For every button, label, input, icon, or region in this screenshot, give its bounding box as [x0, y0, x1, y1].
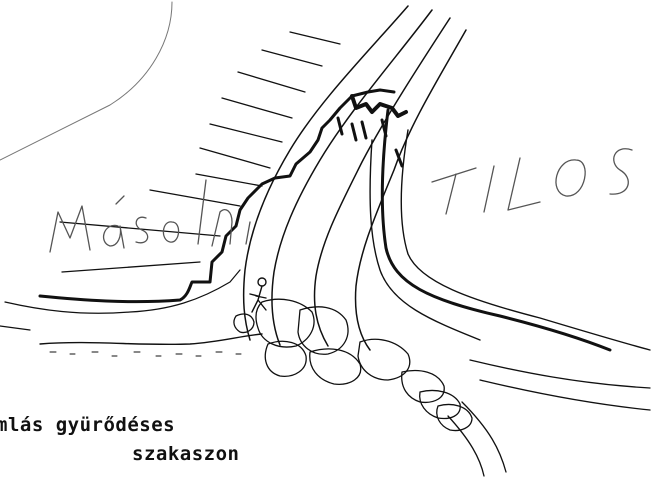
stratum-left-1 — [5, 270, 240, 313]
ground-dots — [50, 352, 241, 356]
ground-line — [40, 334, 262, 344]
right-limb-1 — [382, 110, 610, 350]
caption-line-2: szakaszon — [132, 443, 239, 465]
caption-line-1: mlás gyürődéses — [0, 414, 175, 436]
faint-boundary-line — [0, 2, 172, 160]
watermark-handwriting — [50, 149, 632, 252]
fold-crest-marks — [338, 118, 402, 166]
lower-right-strata — [448, 360, 650, 476]
boulders — [234, 299, 472, 430]
stratum-left-2 — [0, 326, 30, 330]
right-limb-3 — [370, 140, 480, 340]
right-limb-2 — [401, 130, 650, 350]
hatching-left — [60, 32, 340, 272]
